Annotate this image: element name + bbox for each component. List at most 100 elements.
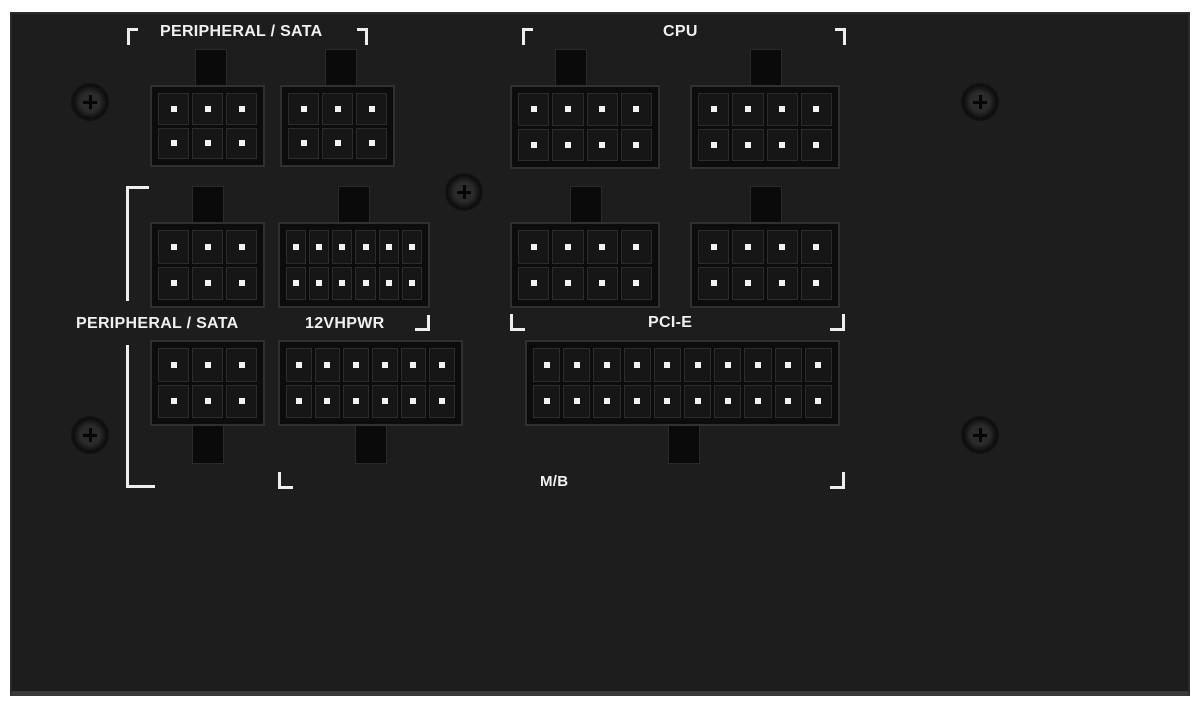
peripheral-sata-connector-1[interactable] — [150, 85, 265, 167]
pin — [192, 127, 223, 159]
pin — [533, 348, 561, 382]
pin — [332, 230, 353, 264]
pin — [586, 128, 618, 161]
pin — [732, 128, 764, 161]
pin — [586, 266, 618, 300]
pin — [343, 348, 369, 382]
pin — [158, 93, 189, 125]
bracket — [357, 28, 368, 45]
pin — [518, 266, 550, 300]
label-cpu: CPU — [663, 23, 698, 40]
pcie-connector-2[interactable] — [690, 222, 840, 308]
pin — [804, 348, 832, 382]
peripheral-sata-connector-2[interactable] — [280, 85, 395, 167]
connector-latch — [750, 186, 782, 226]
pin — [356, 93, 387, 125]
pin — [400, 348, 427, 382]
pin — [620, 266, 652, 300]
pin — [192, 93, 223, 125]
bracket — [830, 472, 845, 489]
pin — [684, 348, 712, 382]
pin — [286, 266, 307, 300]
pin — [286, 230, 307, 264]
pin — [766, 266, 798, 300]
pin — [653, 348, 681, 382]
pin — [684, 384, 712, 418]
pin — [620, 93, 652, 126]
12vhpwr-connector[interactable] — [278, 222, 430, 308]
pin — [226, 384, 257, 418]
peripheral-sata-connector-4[interactable] — [150, 340, 265, 426]
pin — [552, 128, 584, 161]
pin — [309, 266, 330, 300]
pin — [620, 230, 652, 264]
pin — [192, 230, 223, 264]
pin — [800, 266, 832, 300]
bracket — [127, 28, 138, 45]
pin — [714, 348, 742, 382]
connector-latch — [668, 424, 700, 464]
label-pcie: PCI-E — [648, 314, 693, 331]
pin — [800, 93, 832, 126]
pin — [355, 230, 376, 264]
bracket — [415, 315, 430, 331]
12v-aux-connector[interactable] — [278, 340, 463, 426]
pin — [314, 348, 341, 382]
pin — [158, 127, 189, 159]
connector-latch — [355, 424, 387, 464]
pin — [744, 384, 772, 418]
pcie-connector-1[interactable] — [510, 222, 660, 308]
peripheral-sata-connector-3[interactable] — [150, 222, 265, 308]
pin — [766, 230, 798, 264]
pin — [401, 230, 422, 264]
pin — [286, 384, 312, 418]
connector-latch — [555, 49, 587, 89]
pin — [226, 127, 257, 159]
screw-icon — [445, 173, 483, 211]
motherboard-connector[interactable] — [525, 340, 840, 426]
pin — [192, 266, 223, 300]
pin — [774, 348, 802, 382]
pin — [429, 384, 455, 418]
pin — [401, 266, 422, 300]
pin — [698, 230, 730, 264]
pin — [620, 128, 652, 161]
label-12vhpwr: 12VHPWR — [305, 315, 385, 332]
pin — [800, 128, 832, 161]
pin — [552, 93, 584, 126]
connector-latch — [192, 186, 224, 226]
label-mb: M/B — [540, 473, 569, 490]
connector-latch — [570, 186, 602, 226]
pin — [158, 348, 189, 382]
pin — [158, 266, 189, 300]
pin — [158, 230, 189, 264]
pin — [774, 384, 802, 418]
pin — [343, 384, 369, 418]
label-peripheral-sata-mid: PERIPHERAL / SATA — [76, 315, 239, 332]
pin — [623, 348, 651, 382]
pin — [371, 384, 398, 418]
cpu-connector-1[interactable] — [510, 85, 660, 169]
pin — [552, 230, 584, 264]
pin — [552, 266, 584, 300]
pin — [518, 128, 550, 161]
pin — [766, 93, 798, 126]
pin — [766, 128, 798, 161]
pin — [309, 230, 330, 264]
pin — [698, 93, 730, 126]
pin — [732, 93, 764, 126]
cpu-connector-2[interactable] — [690, 85, 840, 169]
pin — [314, 384, 341, 418]
pin — [518, 230, 550, 264]
screw-icon — [71, 83, 109, 121]
connector-latch — [338, 186, 370, 226]
pin — [429, 348, 455, 382]
pin — [400, 384, 427, 418]
pin — [226, 93, 257, 125]
pin — [623, 384, 651, 418]
pin — [322, 127, 353, 159]
pin — [804, 384, 832, 418]
pin — [744, 348, 772, 382]
pin — [158, 384, 189, 418]
pin — [593, 348, 621, 382]
